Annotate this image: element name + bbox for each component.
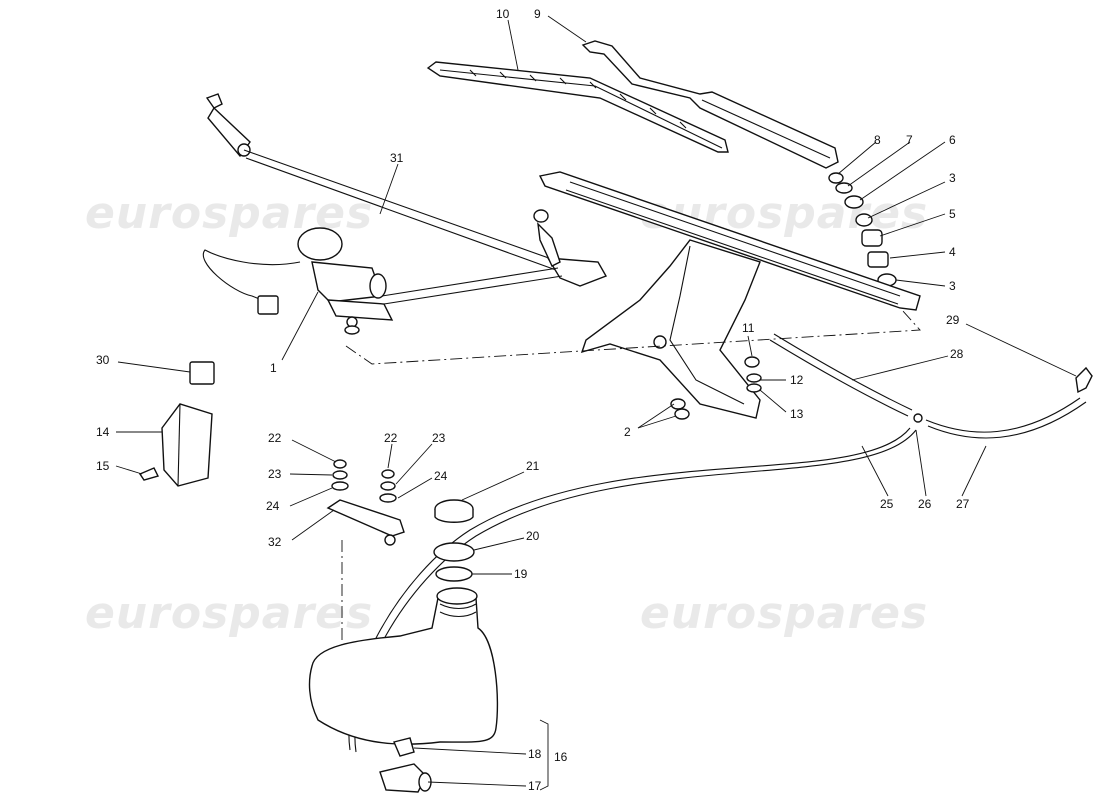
callout-6: 6 (859, 133, 956, 201)
callout-29: 29 (946, 313, 1077, 377)
relay-30 (189, 361, 215, 385)
spindle-hardware (828, 172, 897, 287)
bush-3a (855, 213, 873, 227)
svg-text:7: 7 (906, 133, 913, 147)
wiper-motor (202, 227, 394, 335)
callout-12: 12 (760, 373, 804, 387)
callout-27: 27 (956, 445, 987, 511)
housing-4 (867, 251, 889, 268)
svg-text:16: 16 (554, 750, 568, 764)
callout-10: 10 (496, 7, 519, 71)
watermark-bottom-left: eurospares (85, 588, 373, 639)
callout-17: 17 (427, 779, 542, 793)
bracket-assembly (326, 459, 405, 645)
callout-31: 31 (379, 151, 404, 215)
nut-8 (828, 172, 844, 184)
callout-layer: 1 2 3 3 4 5 6 7 8 9 10 11 12 13 14 15 16… (96, 7, 1077, 793)
relay-base-14 (161, 403, 213, 487)
svg-text:20: 20 (526, 529, 540, 543)
svg-text:5: 5 (949, 207, 956, 221)
svg-text:3: 3 (949, 171, 956, 185)
svg-text:29: 29 (946, 313, 960, 327)
svg-text:18: 18 (528, 747, 542, 761)
wiper-blade (426, 61, 729, 153)
mounting-frame (345, 171, 921, 419)
svg-text:6: 6 (949, 133, 956, 147)
svg-text:11: 11 (742, 321, 755, 335)
svg-text:13: 13 (790, 407, 804, 421)
svg-text:23: 23 (432, 431, 446, 445)
svg-text:8: 8 (874, 133, 881, 147)
frame-hardware (670, 356, 762, 420)
callout-19: 19 (472, 567, 528, 581)
wiper-arm (581, 40, 839, 169)
callout-16: 16 (554, 750, 568, 764)
callout-20: 20 (473, 529, 540, 551)
callout-30: 30 (96, 353, 191, 373)
callout-1: 1 (270, 291, 319, 375)
svg-text:1: 1 (270, 361, 277, 375)
washer-reservoir (308, 499, 549, 793)
callout-22b: 22 (384, 431, 398, 469)
svg-text:22: 22 (268, 431, 282, 445)
svg-text:26: 26 (918, 497, 932, 511)
callout-5: 5 (879, 207, 956, 237)
svg-text:19: 19 (514, 567, 528, 581)
svg-text:21: 21 (526, 459, 540, 473)
linkage-rod (205, 93, 608, 305)
callout-14: 14 (96, 425, 162, 439)
svg-text:9: 9 (534, 7, 541, 21)
callout-25: 25 (861, 445, 894, 511)
svg-text:31: 31 (390, 151, 404, 165)
svg-text:28: 28 (950, 347, 964, 361)
callout-9: 9 (534, 7, 587, 43)
svg-text:23: 23 (268, 467, 282, 481)
bush-5 (861, 229, 883, 247)
callout-23a: 23 (268, 467, 333, 481)
watermark-group: eurospares eurospares eurospares eurospa… (85, 188, 928, 639)
screw-15 (138, 467, 160, 481)
ring-20 (433, 542, 475, 562)
seal-19 (435, 566, 473, 582)
washer-6 (844, 195, 864, 209)
callout-11: 11 (742, 321, 755, 357)
svg-text:27: 27 (956, 497, 970, 511)
callout-15: 15 (96, 459, 143, 475)
svg-text:24: 24 (266, 499, 280, 513)
svg-text:25: 25 (880, 497, 894, 511)
svg-text:3: 3 (949, 279, 956, 293)
callout-32: 32 (268, 509, 335, 549)
svg-text:4: 4 (949, 245, 956, 259)
callout-4: 4 (889, 245, 956, 259)
grommet-18 (393, 737, 415, 757)
callout-24b: 24 (397, 469, 448, 499)
svg-text:22: 22 (384, 431, 398, 445)
callout-22a: 22 (268, 431, 337, 463)
callout-3b: 3 (895, 279, 956, 293)
svg-text:14: 14 (96, 425, 110, 439)
callout-24a: 24 (266, 487, 333, 513)
callout-23b: 23 (395, 431, 446, 485)
svg-text:30: 30 (96, 353, 110, 367)
svg-text:10: 10 (496, 7, 510, 21)
callout-2: 2 (624, 403, 677, 439)
watermark-bottom-right: eurospares (640, 588, 928, 639)
svg-text:15: 15 (96, 459, 110, 473)
svg-text:24: 24 (434, 469, 448, 483)
svg-text:12: 12 (790, 373, 804, 387)
callout-8: 8 (837, 133, 881, 175)
svg-text:17: 17 (528, 779, 542, 793)
relay-assembly (138, 361, 215, 487)
svg-text:32: 32 (268, 535, 282, 549)
callout-3a: 3 (867, 171, 956, 219)
callout-28: 28 (851, 347, 964, 381)
callout-18: 18 (413, 747, 542, 761)
callout-13: 13 (759, 389, 804, 421)
callout-21: 21 (461, 459, 540, 501)
callout-7: 7 (847, 133, 913, 187)
svg-text:2: 2 (624, 425, 631, 439)
callout-26: 26 (915, 429, 932, 511)
